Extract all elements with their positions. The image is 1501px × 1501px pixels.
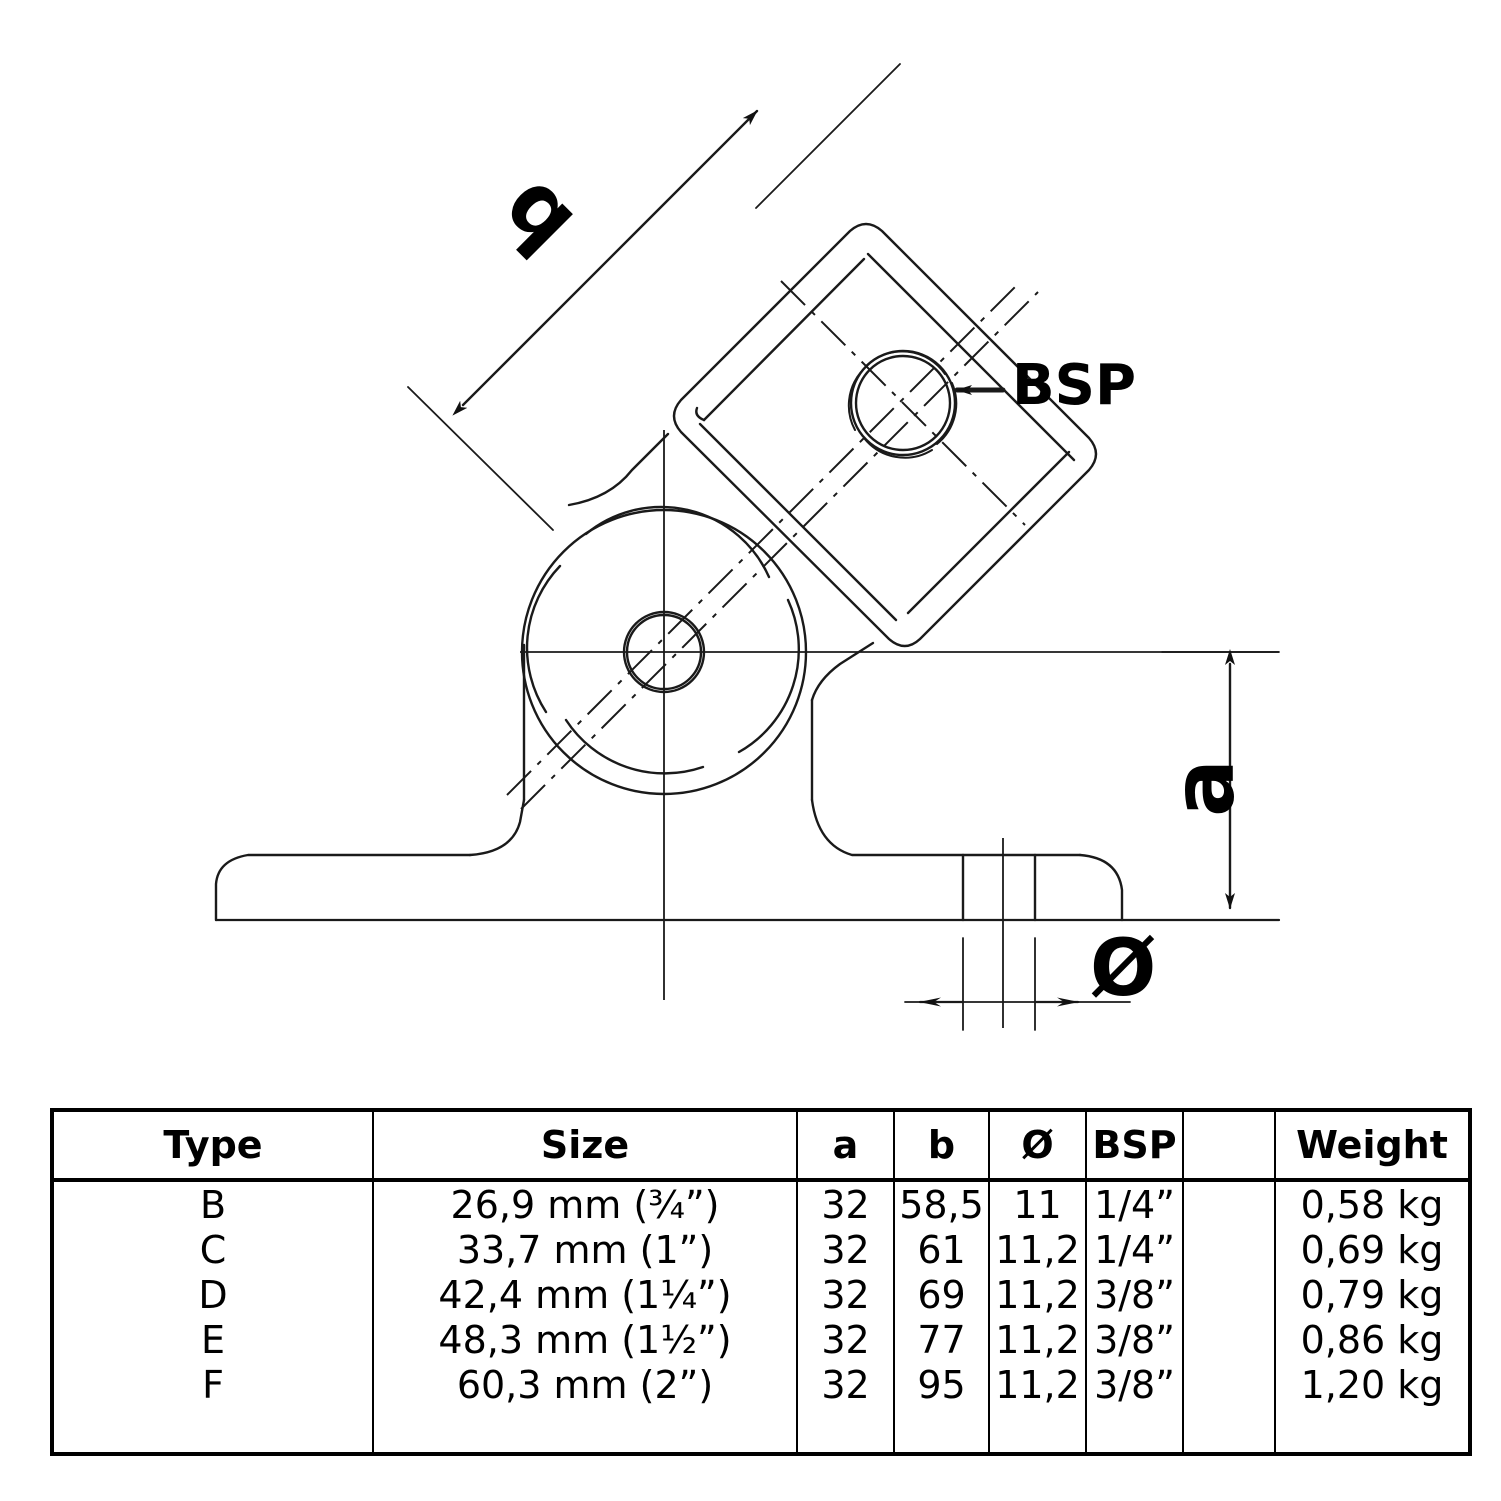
cell-empty (1274, 1407, 1472, 1456)
cell-type: E (50, 1317, 374, 1362)
cell-size: 42,4 mm (1¼”) (372, 1272, 798, 1317)
cell-a: 32 (796, 1317, 895, 1362)
cell-type: B (50, 1180, 374, 1227)
cell-size: 60,3 mm (2”) (372, 1362, 798, 1407)
table-row-empty (50, 1407, 1472, 1456)
cell-blank (1182, 1180, 1276, 1227)
cell-blank (1182, 1317, 1276, 1362)
cell-empty (1182, 1407, 1276, 1456)
cell-blank (1182, 1362, 1276, 1407)
cell-bsp: 1/4” (1085, 1227, 1184, 1272)
callout-label-bsp: BSP (1012, 353, 1137, 418)
column-header-b: b (893, 1108, 990, 1182)
cell-type: F (50, 1362, 374, 1407)
column-header-a: a (796, 1108, 895, 1182)
column-header-size: Size (372, 1108, 798, 1182)
cell-empty (988, 1407, 1087, 1456)
cell-bsp: 3/8” (1085, 1362, 1184, 1407)
centrelines (506, 280, 1279, 1028)
column-header-bsp: BSP (1085, 1108, 1184, 1182)
column-header-diameter: Ø (988, 1108, 1087, 1182)
cell-weight: 0,69 kg (1274, 1227, 1472, 1272)
cell-empty (1085, 1407, 1184, 1456)
cell-b: 58,5 (893, 1180, 990, 1227)
dimension-label-diameter: Ø (1090, 924, 1157, 1014)
cell-diameter: 11,2 (988, 1272, 1087, 1317)
cell-bsp: 1/4” (1085, 1180, 1184, 1227)
lug-walls (522, 643, 814, 802)
dimension-label-a: a (1154, 758, 1255, 818)
part-drawing: b a Ø BSP (214, 63, 1281, 1031)
flange-mounting-hole (961, 853, 1037, 922)
cell-bsp: 3/8” (1085, 1272, 1184, 1317)
cell-b: 61 (893, 1227, 990, 1272)
cell-a: 32 (796, 1362, 895, 1407)
cell-diameter: 11,2 (988, 1362, 1087, 1407)
cell-size: 48,3 mm (1½”) (372, 1317, 798, 1362)
cell-empty (372, 1407, 798, 1456)
table-header: Type Size a b Ø BSP Weight (50, 1108, 1472, 1182)
cell-a: 32 (796, 1180, 895, 1227)
drawing-geometry (214, 63, 1281, 1031)
angled-socket (672, 222, 1098, 648)
dimension-b (407, 63, 901, 531)
column-header-type: Type (50, 1108, 374, 1182)
cell-b: 95 (893, 1362, 990, 1407)
cell-empty (796, 1407, 895, 1456)
cell-a: 32 (796, 1227, 895, 1272)
cell-bsp: 3/8” (1085, 1317, 1184, 1362)
cell-diameter: 11,2 (988, 1317, 1087, 1362)
cell-empty (50, 1407, 374, 1456)
dimension-diameter (904, 937, 1131, 1031)
cell-diameter: 11,2 (988, 1227, 1087, 1272)
cell-type: D (50, 1272, 374, 1317)
cell-weight: 1,20 kg (1274, 1362, 1472, 1407)
cell-empty (893, 1407, 990, 1456)
cell-weight: 0,79 kg (1274, 1272, 1472, 1317)
table-header-row: Type Size a b Ø BSP Weight (50, 1108, 1472, 1182)
cell-size: 26,9 mm (¾”) (372, 1180, 798, 1227)
cell-diameter: 11 (988, 1180, 1087, 1227)
cell-blank (1182, 1272, 1276, 1317)
cell-a: 32 (796, 1272, 895, 1317)
cell-type: C (50, 1227, 374, 1272)
cell-b: 69 (893, 1272, 990, 1317)
body-shoulder (567, 432, 875, 702)
cell-b: 77 (893, 1317, 990, 1362)
bsp-threaded-hole (847, 349, 958, 459)
dimension-a (1131, 649, 1280, 921)
cell-weight: 0,86 kg (1274, 1317, 1472, 1362)
cell-size: 33,7 mm (1”) (372, 1227, 798, 1272)
cell-weight: 0,58 kg (1274, 1180, 1472, 1227)
base-flange (214, 798, 1281, 922)
column-header-weight: Weight (1274, 1108, 1472, 1182)
cell-blank (1182, 1227, 1276, 1272)
column-header-blank (1182, 1108, 1276, 1182)
